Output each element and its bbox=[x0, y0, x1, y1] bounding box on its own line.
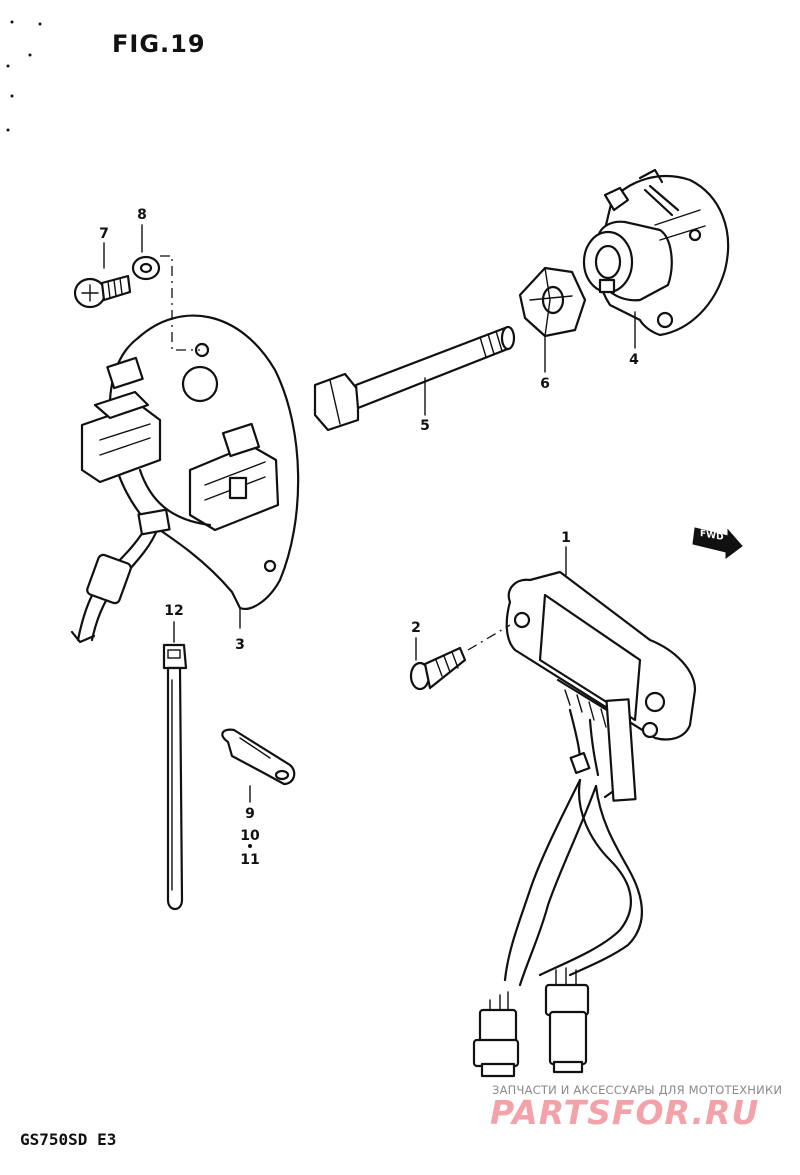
callout-6: 6 bbox=[540, 376, 550, 392]
part-3-signal-generator-plate[interactable] bbox=[70, 314, 300, 644]
callout-8: 8 bbox=[137, 207, 147, 223]
assembly-centerline-2 bbox=[467, 624, 511, 651]
part-4-signal-rotor[interactable] bbox=[582, 168, 730, 337]
part-5-bolt[interactable] bbox=[313, 325, 516, 432]
part-7-screw[interactable] bbox=[73, 274, 132, 309]
part-8-washer[interactable] bbox=[131, 255, 161, 281]
callout-11: 11 bbox=[240, 852, 260, 868]
part-6-nut[interactable] bbox=[518, 266, 587, 338]
callout-5: 5 bbox=[420, 418, 430, 434]
scan-noise bbox=[6, 20, 42, 132]
callout-1: 1 bbox=[561, 530, 571, 546]
figure-title: FIG.19 bbox=[112, 30, 206, 58]
part-12-cable-tie[interactable] bbox=[162, 643, 188, 911]
part-9-clamp[interactable] bbox=[221, 728, 296, 786]
part-2-screw[interactable] bbox=[409, 646, 467, 691]
callout-4: 4 bbox=[629, 352, 639, 368]
watermark-tagline: ЗАПЧАСТИ И АКСЕССУАРЫ ДЛЯ МОТОТЕХНИКИ bbox=[492, 1083, 783, 1097]
callout-10: 10 bbox=[240, 828, 260, 844]
model-code: GS750SD E3 bbox=[20, 1130, 117, 1149]
assembly-centerline-7-8 bbox=[160, 255, 200, 351]
part-1-igniter-unit[interactable] bbox=[472, 570, 697, 1078]
callout-12: 12 bbox=[164, 603, 184, 619]
callout-9: 9 bbox=[245, 806, 255, 822]
forward-direction-arrow bbox=[692, 527, 743, 559]
callout-3: 3 bbox=[235, 637, 245, 653]
separator-dot bbox=[248, 844, 252, 848]
callout-2: 2 bbox=[411, 620, 421, 636]
callout-7: 7 bbox=[99, 226, 109, 242]
watermark-brand: PARTSFOR.RU bbox=[490, 1093, 760, 1132]
